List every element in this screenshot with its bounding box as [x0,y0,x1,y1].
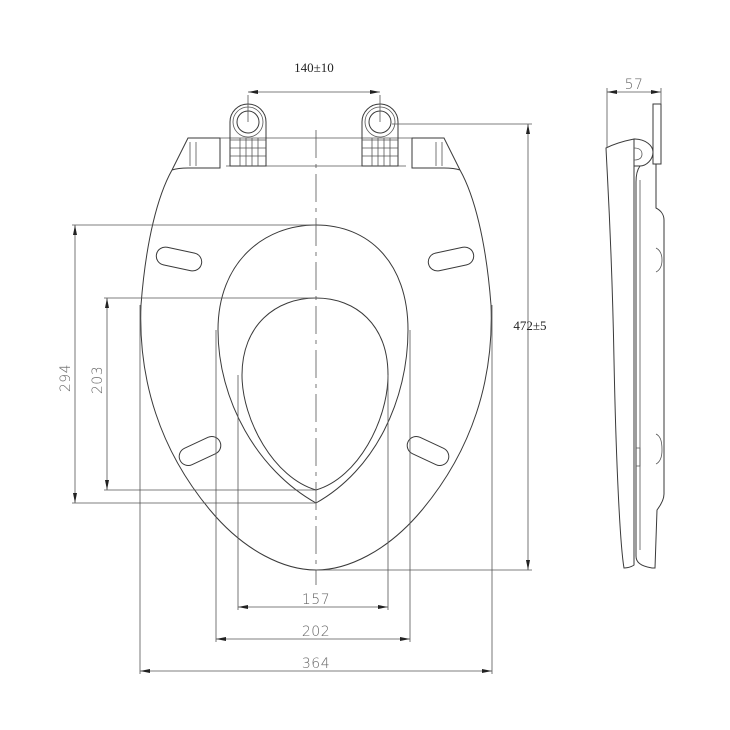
bumper-slot-bottom-right [406,436,450,466]
side-hinge-hole [633,147,643,161]
side-detail [636,447,641,467]
side-bumper-bottom [655,433,663,465]
dim-side-thickness: 57 [606,77,662,148]
opening-width-label: 157 [302,592,330,608]
bumper-slot-bottom-left [178,436,222,466]
side-lid-outline [605,138,635,569]
side-thickness-label: 57 [625,77,644,93]
side-seat-outline [635,164,665,569]
ring-width-label: 202 [302,624,330,640]
dim-opening-width: 157 [237,375,389,610]
dim-ring-width: 202 [215,330,411,642]
opening-length-label: 203 [90,366,106,394]
side-hinge-knuckle [633,138,654,167]
side-view: 57 [605,77,665,569]
hinge-spacing-label: 140±10 [294,60,334,75]
dim-hinge-spacing: 140±10 [247,60,381,122]
side-bumper-top [655,247,663,273]
dim-lid-inner-length: 294 [58,224,316,504]
overall-width-label: 364 [302,656,330,672]
opening-outline [241,297,389,491]
top-view [140,103,492,585]
dimensions-top-view: 140±10 472±5 294 203 [58,60,547,674]
dim-overall-length: 472±5 [316,123,547,571]
ring-outline [217,224,409,504]
dim-overall-width: 364 [139,305,493,674]
side-hinge-plate [652,103,662,165]
bumper-slot-top-left [155,246,203,272]
dim-opening-length: 203 [90,297,316,491]
overall-length-label: 472±5 [513,318,546,333]
bumper-slot-top-right [427,246,475,272]
lid-inner-length-label: 294 [58,364,74,392]
